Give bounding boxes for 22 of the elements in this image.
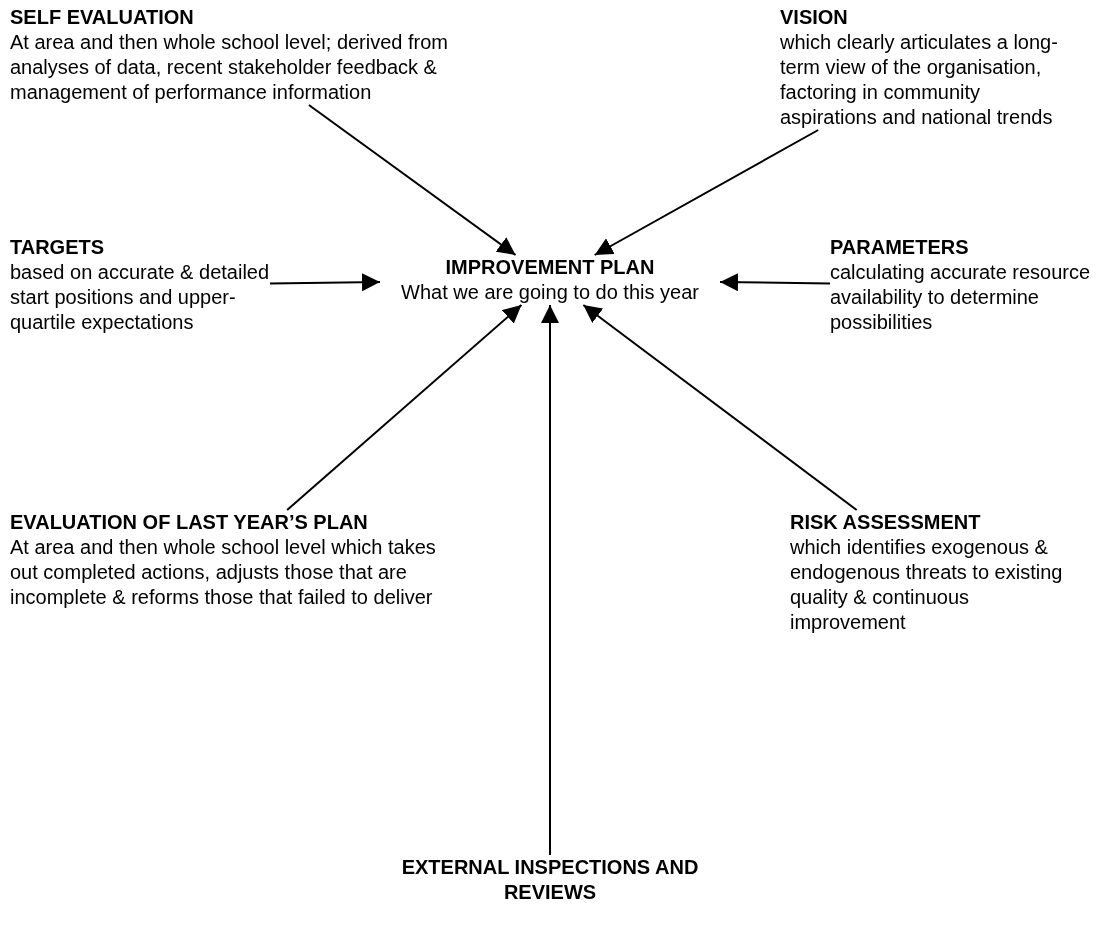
arrow bbox=[269, 273, 381, 292]
node-description: based on accurate & detailed start positions and upper-quartile expectations bbox=[10, 260, 270, 335]
node-description: At area and then whole school level which takes out completed actions, adjusts those that are incomplete & reforms those that failed to deliver bbox=[10, 535, 437, 610]
node-heading: IMPROVEMENT PLAN bbox=[444, 255, 656, 280]
node-heading: PARAMETERS bbox=[830, 235, 970, 260]
node-description: At area and then whole school level; derived from analyses of data, recent stakeholder feedback & management of performance information bbox=[10, 30, 450, 105]
node-heading: SELF EVALUATION bbox=[10, 5, 195, 30]
node-description: which clearly articulates a long-term view of the organisation, factoring in community aspirations and national trends bbox=[780, 30, 1059, 130]
node-description: What we are going to do this year bbox=[400, 280, 700, 305]
node-heading: RISK ASSESSMENT bbox=[790, 510, 982, 535]
arrow bbox=[541, 304, 559, 856]
arrow bbox=[593, 129, 820, 256]
arrow bbox=[719, 273, 831, 292]
arrow bbox=[307, 104, 517, 256]
arrow bbox=[286, 304, 523, 511]
node-heading: EXTERNAL INSPECTIONS AND REVIEWS bbox=[395, 855, 705, 905]
node-heading: EVALUATION OF LAST YEAR’S PLAN bbox=[10, 510, 369, 535]
arrow bbox=[582, 304, 858, 511]
node-heading: TARGETS bbox=[10, 235, 106, 260]
node-description: calculating accurate resource availability to determine possibilities bbox=[830, 260, 1092, 335]
node-heading: VISION bbox=[780, 5, 849, 30]
node-description: which identifies exogenous & endogenous threats to existing quality & continuous improvement bbox=[790, 535, 1064, 635]
